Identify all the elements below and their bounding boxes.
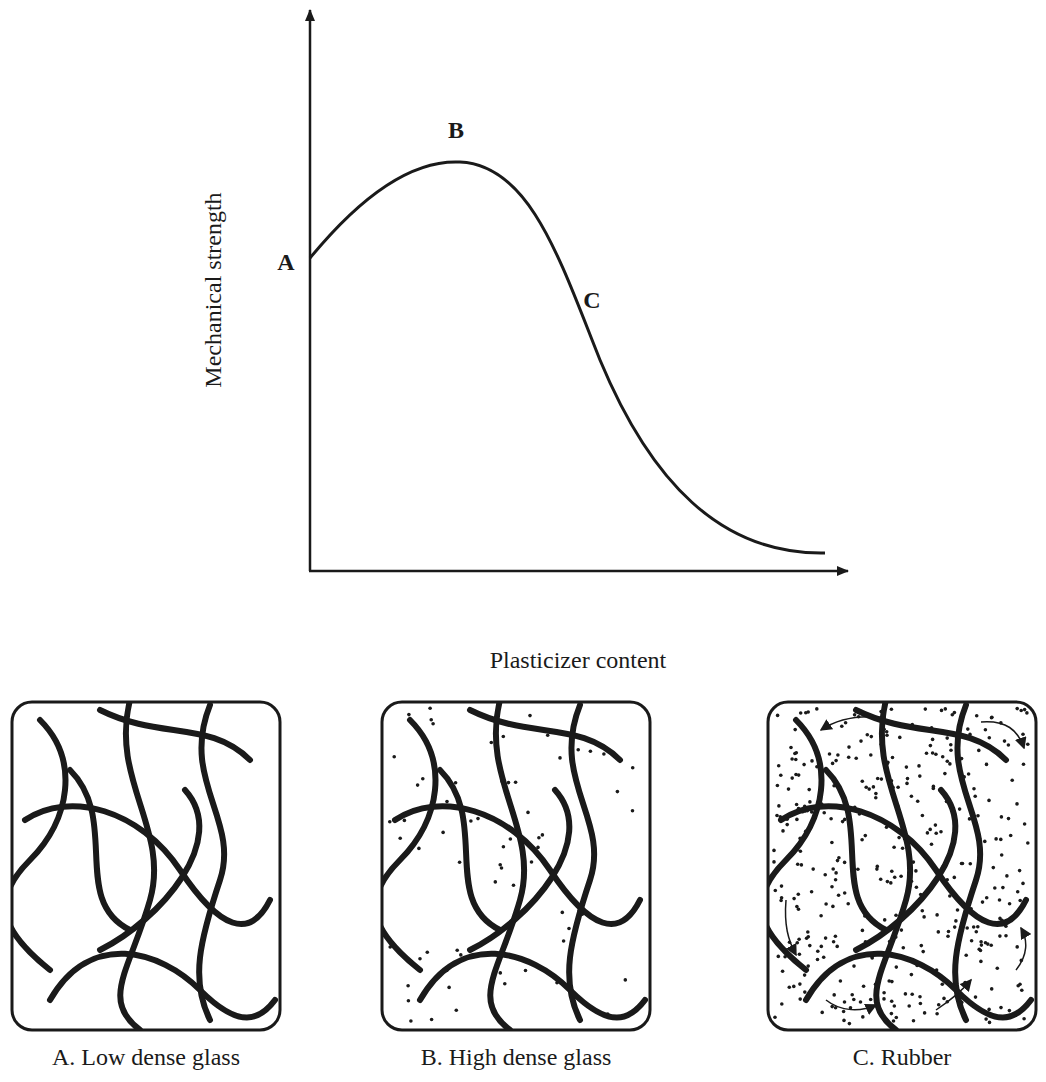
plot-axes	[0, 0, 1046, 700]
panel-illustration	[380, 700, 652, 1032]
point-label: C	[583, 287, 600, 313]
panel-caption: C. Rubber	[766, 1044, 1038, 1070]
panel-illustration	[766, 700, 1038, 1032]
structure-panel: A. Low dense glass	[10, 700, 282, 1078]
axis-title: Mechanical strength	[200, 192, 226, 387]
panel-illustration	[10, 700, 282, 1032]
panel-caption: A. Low dense glass	[10, 1044, 282, 1070]
strength-curve	[310, 162, 825, 553]
point-label: A	[277, 249, 294, 275]
panel-caption: B. High dense glass	[380, 1044, 652, 1070]
point-label: B	[448, 117, 464, 143]
structure-panel: C. Rubber	[766, 700, 1038, 1078]
axis-title: Plasticizer content	[490, 647, 667, 673]
structure-panel: B. High dense glass	[380, 700, 652, 1078]
y-axis	[309, 10, 312, 571]
x-axis	[309, 570, 848, 573]
